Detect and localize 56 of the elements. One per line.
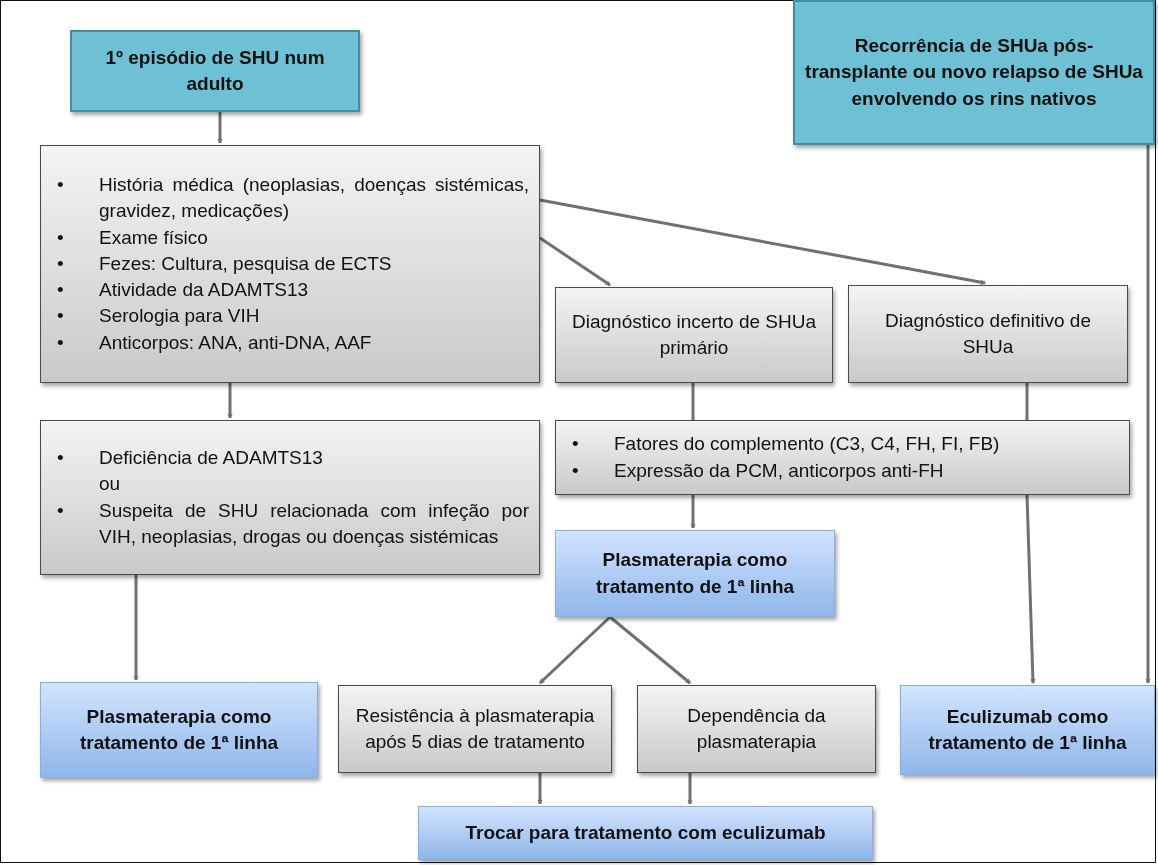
arrow [1025, 494, 1036, 684]
process-box [555, 530, 835, 617]
process-box [338, 685, 612, 773]
list-item-text: Serologia para VIH [99, 304, 261, 329]
bullet-mark: • [57, 304, 65, 329]
arrow [690, 495, 696, 529]
process-box [555, 287, 833, 383]
process-box [900, 685, 1155, 775]
list-item-text: Fezes: Cultura, pesquisa de ECTS [99, 251, 393, 276]
arrow [537, 773, 543, 805]
list-item-text: Atividade da ADAMTS13 [99, 278, 310, 303]
box-text: Resistência à plasmaterapia após 5 dias de tratamento [354, 703, 596, 754]
process-box [70, 30, 360, 112]
arrow [538, 615, 612, 685]
list-item-text: ou [99, 472, 122, 497]
box-text: Diagnóstico incerto de SHUa primário [571, 309, 817, 360]
box-text: Diagnóstico definitivo de SHUa [884, 308, 1092, 359]
bullet-mark: • [572, 458, 580, 483]
process-box [793, 0, 1155, 145]
box-text: Plasmaterapia como tratamento de 1ª linha [78, 704, 280, 755]
bullet-mark: • [572, 432, 580, 457]
list-item-text: Anticorpos: ANA, anti-DNA, AAF [99, 330, 373, 355]
arrow [133, 575, 139, 681]
list-item-text: Suspeita de SHU relacionada com infeção por VIH, neoplasias, drogas ou doenças sistémicas [99, 498, 529, 549]
process-box [40, 145, 540, 383]
list-item-text: História médica (neoplasias, doenças sistémicas, gravidez, medicações) [99, 173, 529, 224]
box-text: 1º episódio de SHU num adulto [104, 45, 326, 96]
process-box [555, 420, 1130, 495]
box-text: Eculizumab como tratamento de 1ª linha [927, 704, 1128, 755]
list-item-text: Deficiência de ADAMTS13 [99, 446, 324, 471]
process-box [848, 285, 1128, 383]
arrow [1145, 145, 1151, 684]
list-item-text: Fatores do complemento (C3, C4, FH, FI, FB) [614, 432, 1001, 457]
arrow [539, 236, 611, 287]
list-item-text: Exame físico [99, 225, 209, 250]
box-text: Plasmaterapia como tratamento de 1ª linha [594, 548, 796, 599]
process-box [418, 806, 873, 860]
arrow [687, 773, 693, 805]
arrow [227, 383, 233, 419]
list-item-text: Expressão da PCM, anticorpos anti-FH [614, 458, 945, 483]
process-box [637, 685, 876, 773]
process-box [40, 682, 318, 778]
bullet-mark: • [57, 225, 65, 250]
box-text: Trocar para tratamento com eculizumab [464, 820, 827, 845]
bullet-mark: • [57, 173, 65, 198]
box-text: Dependência da plasmaterapia [686, 703, 827, 754]
bullet-mark: • [57, 446, 65, 471]
box-text: Recorrência de SHUa pós-transplante ou novo relapso de SHUa envolvendo os rins nativos [805, 34, 1143, 111]
arrow [539, 198, 986, 285]
process-box [40, 420, 540, 575]
bullet-mark: • [57, 251, 65, 276]
bullet-mark: • [57, 330, 65, 355]
arrow [217, 112, 223, 144]
arrow [609, 615, 691, 685]
bullet-mark: • [57, 278, 65, 303]
bullet-mark: • [57, 498, 65, 523]
